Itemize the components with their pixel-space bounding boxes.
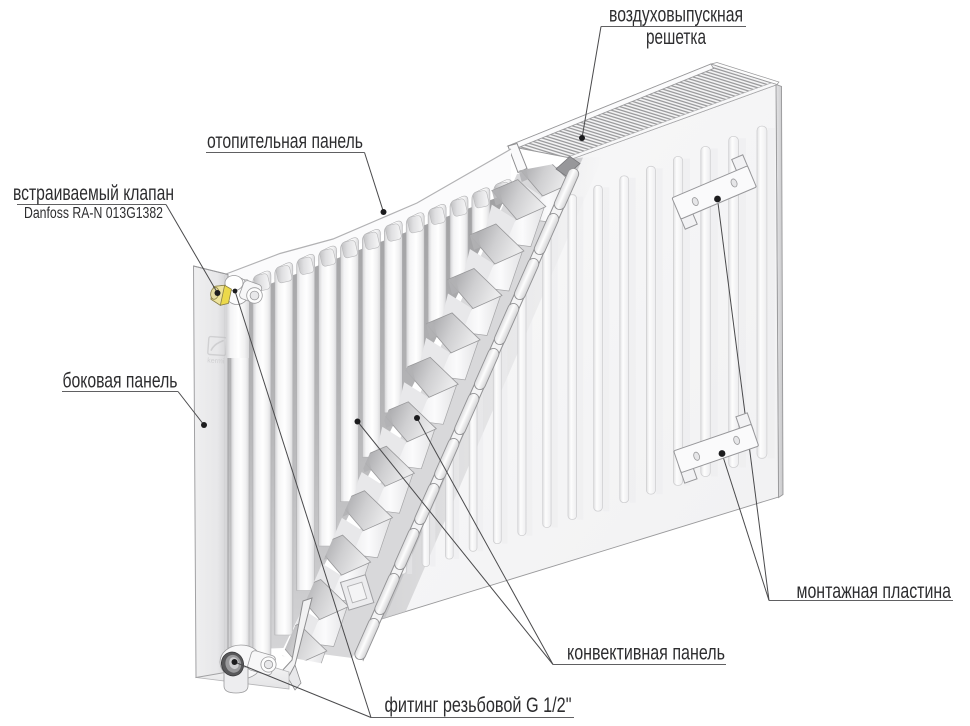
svg-text:боковая панель: боковая панель <box>63 370 178 393</box>
svg-text:kermi: kermi <box>207 357 225 365</box>
svg-text:решетка: решетка <box>646 26 706 49</box>
svg-text:встраиваемый клапан: встраиваемый клапан <box>13 182 174 205</box>
svg-text:отопительная панель: отопительная панель <box>207 130 363 153</box>
svg-text:Danfoss RA-N 013G1382: Danfoss RA-N 013G1382 <box>24 205 163 222</box>
svg-text:монтажная пластина: монтажная пластина <box>797 580 952 603</box>
svg-text:фитинг резьбовой G 1/2": фитинг резьбовой G 1/2" <box>385 694 572 717</box>
svg-text:конвективная панель: конвективная панель <box>567 642 725 665</box>
svg-text:воздуховыпускная: воздуховыпускная <box>609 4 743 27</box>
